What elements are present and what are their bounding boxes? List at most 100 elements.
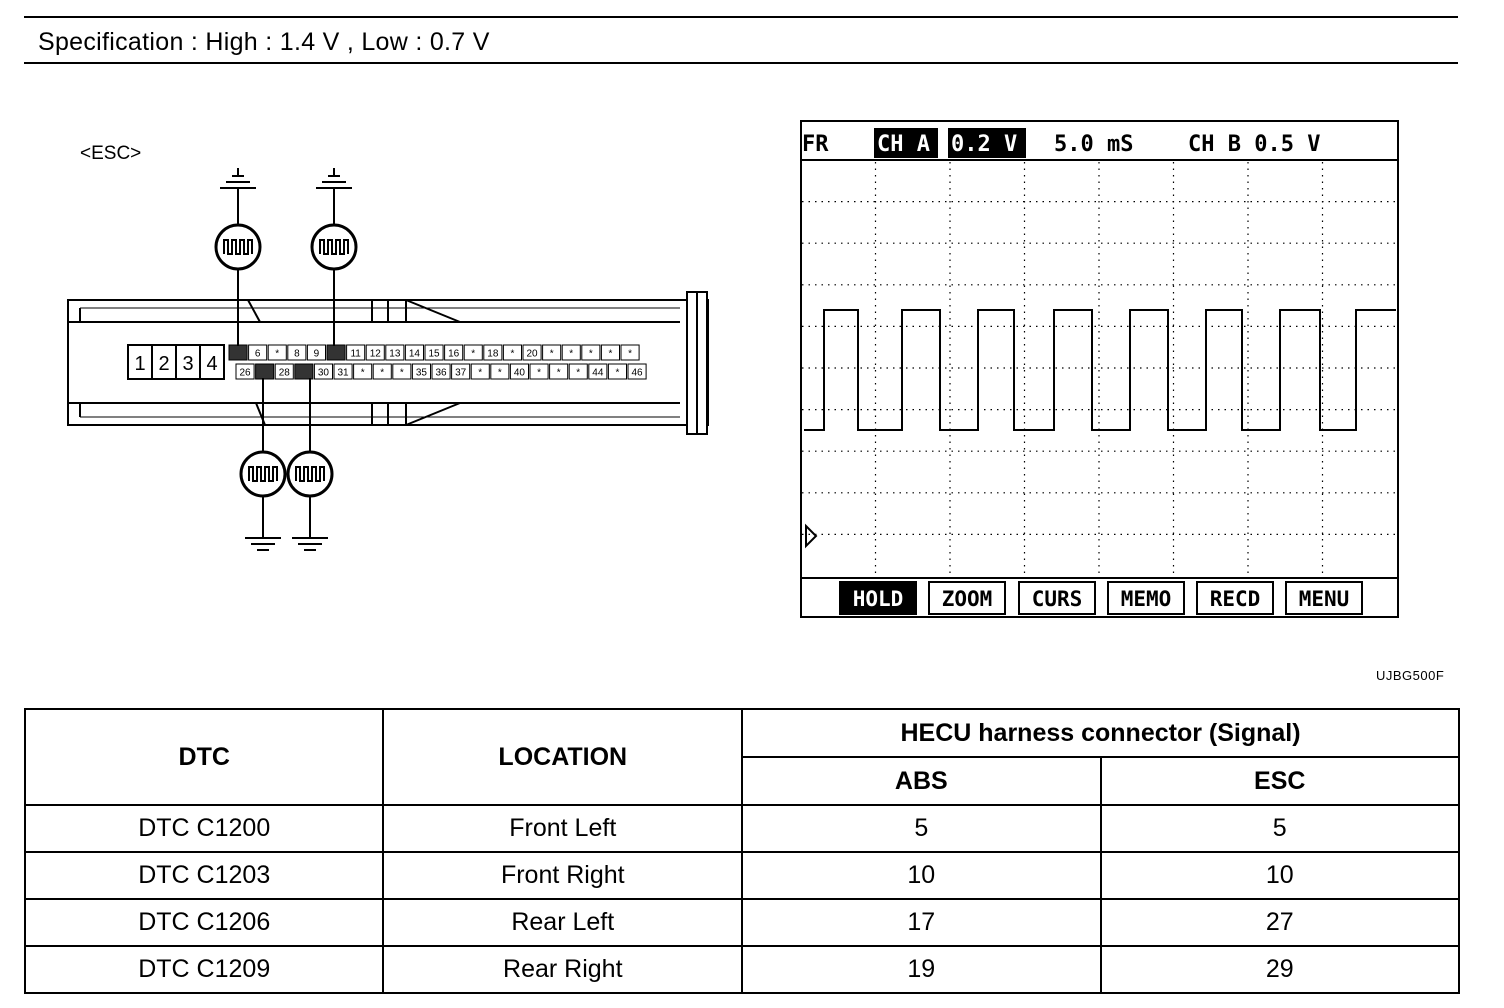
pin-label: * — [608, 349, 612, 360]
scope-channel-a: CH A — [877, 132, 930, 157]
pin-cell — [490, 363, 510, 380]
pin-cell — [274, 363, 294, 380]
pin-3: 3 — [182, 353, 193, 375]
pin-cell — [529, 363, 549, 380]
header-location: LOCATION — [382, 708, 744, 806]
trigger-marker-icon — [805, 523, 818, 549]
pin-label: * — [550, 349, 554, 360]
pin-label: * — [471, 349, 475, 360]
pin-label: 37 — [455, 368, 467, 379]
cell-dtc: DTC C1203 — [23, 851, 385, 900]
pin-label: 26 — [239, 368, 251, 379]
table-row: DTC C1203 Front Right 10 10 — [23, 851, 1461, 900]
pin-cell — [483, 344, 503, 361]
scope-button-curs[interactable] — [1018, 581, 1096, 615]
cell-dtc: DTC C1200 — [23, 804, 385, 853]
scope-button-memo[interactable] — [1107, 581, 1185, 615]
pin-label: 28 — [279, 368, 291, 379]
pin-cell — [365, 344, 385, 361]
cell-dtc: DTC C1206 — [23, 898, 385, 947]
pin-cell — [333, 363, 353, 380]
pin-cell — [294, 363, 314, 380]
cell-esc: 5 — [1099, 804, 1461, 853]
scope-button-label: RECD — [1210, 587, 1261, 611]
pin-label: * — [615, 368, 619, 379]
pin-label: 15 — [428, 349, 440, 360]
cell-dtc: DTC C1209 — [23, 945, 385, 994]
pin-cell — [372, 363, 392, 380]
specification-text: Specification : High : 1.4 V , Low : 0.7… — [38, 28, 490, 56]
pin-cell — [267, 344, 287, 361]
pin-label: * — [478, 368, 482, 379]
pin-label: 14 — [409, 349, 421, 360]
pin-cell — [346, 344, 366, 361]
scope-button-zoom[interactable] — [928, 581, 1006, 615]
scope-button-label: HOLD — [853, 587, 904, 611]
pin-cell — [411, 363, 431, 380]
pin-label: * — [510, 349, 514, 360]
pin-cell — [287, 344, 307, 361]
header-esc: ESC — [1099, 756, 1461, 806]
scope-button-menu[interactable] — [1285, 581, 1363, 615]
pin-label: 44 — [592, 368, 604, 379]
scope-button-recd[interactable] — [1196, 581, 1274, 615]
pin-cell — [568, 363, 588, 380]
pin-label: 11 — [350, 349, 361, 360]
pin-label: * — [576, 368, 580, 379]
pin-cell — [463, 344, 483, 361]
header-dtc: DTC — [23, 708, 385, 806]
pin-cell — [502, 344, 522, 361]
pin-label: 20 — [526, 349, 538, 360]
cell-abs: 17 — [741, 898, 1102, 947]
pin-label: * — [569, 349, 573, 360]
cell-abs: 19 — [741, 945, 1102, 994]
pin-cell — [561, 344, 581, 361]
dtc-table: DTC LOCATION HECU harness connector (Sig… — [23, 708, 1461, 994]
table-row: DTC C1200 Front Left 5 5 — [23, 804, 1461, 853]
cell-location: Front Right — [382, 851, 744, 900]
scope-channel-b: CH B 0.5 V — [1188, 132, 1320, 157]
cell-esc: 27 — [1099, 898, 1461, 947]
header-hecu-connector: HECU harness connector (Signal) — [741, 708, 1460, 758]
header-abs: ABS — [741, 756, 1102, 806]
cell-esc: 10 — [1099, 851, 1461, 900]
table-row: DTC C1209 Rear Right 19 29 — [23, 945, 1461, 994]
pin-label: * — [361, 368, 365, 379]
pin-cell — [470, 363, 490, 380]
pin-label: 30 — [318, 368, 330, 379]
pin-cell — [353, 363, 373, 380]
scope-button-hold[interactable] — [839, 581, 917, 615]
pin-label: 9 — [314, 349, 320, 360]
cell-location: Front Left — [382, 804, 744, 853]
pin-label: * — [275, 349, 279, 360]
pin-label: 8 — [294, 349, 300, 360]
pin-label: 46 — [631, 368, 643, 379]
pin-label: * — [380, 368, 384, 379]
pin-label: 18 — [487, 349, 499, 360]
pin-cell — [235, 363, 255, 380]
pin-4: 4 — [206, 353, 217, 375]
pin-cell — [424, 344, 444, 361]
pin-cell — [509, 363, 529, 380]
pin-label: * — [628, 349, 632, 360]
pin-cell — [607, 363, 628, 380]
scope-timebase: 5.0 mS — [1054, 132, 1133, 157]
figure-id: UJBG500F — [1376, 668, 1445, 683]
pin-cell — [228, 344, 248, 361]
pin-label: 35 — [416, 368, 428, 379]
pin-cell — [451, 363, 471, 380]
pin-1: 1 — [134, 353, 145, 375]
scope-channel-a-scale: 0.2 V — [951, 132, 1017, 157]
pin-cell — [444, 344, 464, 361]
pin-label: 36 — [435, 368, 447, 379]
pin-label: 16 — [448, 349, 460, 360]
table-row: DTC C1206 Rear Left 17 27 — [23, 898, 1461, 947]
pin-cell — [313, 363, 333, 380]
cell-abs: 10 — [741, 851, 1102, 900]
pin-cell — [255, 363, 275, 380]
scope-button-label: ZOOM — [942, 587, 993, 611]
pin-label: 12 — [370, 349, 382, 360]
pin-cell — [306, 344, 326, 361]
